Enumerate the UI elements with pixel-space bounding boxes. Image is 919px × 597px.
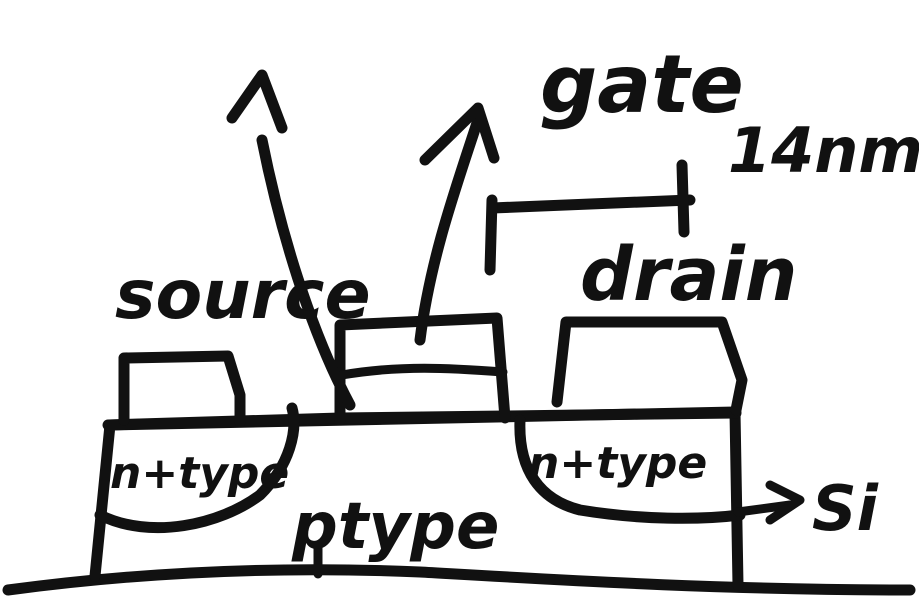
source-well <box>94 402 300 534</box>
gate-arrow <box>414 114 484 346</box>
gate-label: gate <box>540 38 744 131</box>
source-arrow <box>256 134 356 411</box>
drain-well <box>514 414 746 524</box>
drain-label: drain <box>580 232 797 318</box>
si-arrow-head-icon <box>765 480 805 525</box>
drain-contact <box>551 316 748 416</box>
source-label: source <box>115 256 371 335</box>
si-arrow <box>733 500 795 517</box>
source-region-label: n+type <box>110 448 289 499</box>
substrate-label: ptype <box>291 490 499 564</box>
oxide-line <box>102 407 742 431</box>
scale-bar <box>486 194 696 214</box>
gate-oxide-line <box>337 363 508 380</box>
material-label: Si <box>812 472 879 545</box>
scale-bar-right-cap <box>676 159 690 238</box>
scale-label: 14nm <box>728 114 919 187</box>
source-contact <box>118 350 246 428</box>
gate-arrow-head-icon <box>419 102 500 166</box>
ground-line <box>2 564 916 596</box>
scale-bar-left-cap <box>484 194 498 276</box>
drain-region-label: n+type <box>528 438 707 489</box>
source-arrow-head-icon <box>226 69 288 134</box>
